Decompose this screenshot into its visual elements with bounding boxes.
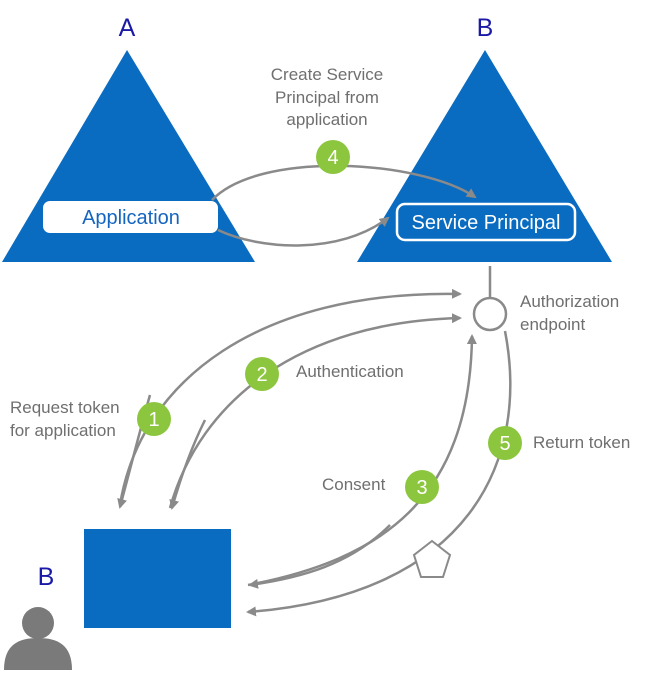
- auth-endpoint-label-line2: endpoint: [520, 315, 586, 334]
- step-3-number: 3: [416, 477, 427, 499]
- user-icon: [4, 607, 72, 670]
- create-sp-caption-line3: application: [286, 110, 367, 129]
- create-sp-arrow-bottom: [217, 216, 390, 247]
- return-token-arrow: [246, 330, 512, 617]
- request-token-caption-line1: Request token: [10, 398, 120, 417]
- step-5-number: 5: [499, 433, 510, 455]
- tenant-a-label: A: [119, 14, 136, 42]
- step-2-number: 2: [256, 364, 267, 386]
- user-tenant-label: B: [38, 563, 55, 591]
- step-2-badge: 2: [245, 357, 279, 391]
- auth-endpoint-label-line1: Authorization: [520, 292, 619, 311]
- step-5-badge: 5: [488, 426, 522, 460]
- consent-arrow-up: [247, 334, 477, 587]
- service-principal-label: Service Principal: [412, 212, 561, 234]
- service-principal-box: Service Principal: [395, 202, 577, 242]
- client-app-box: [84, 529, 231, 628]
- authentication-arrow-down: [169, 419, 207, 510]
- step-1-badge: 1: [137, 402, 171, 436]
- consent-arrow-down: [248, 524, 391, 589]
- token-pentagon-icon: [412, 539, 452, 578]
- step-4-number: 4: [327, 147, 338, 169]
- create-sp-caption-line2: Principal from: [275, 88, 379, 107]
- request-token-arrow-up: [118, 288, 462, 506]
- application-label: Application: [82, 207, 180, 229]
- tenant-b-label: B: [477, 14, 494, 42]
- authorization-endpoint-circle: [472, 296, 508, 332]
- step-3-badge: 3: [405, 470, 439, 504]
- consent-caption: Consent: [322, 475, 386, 494]
- return-token-caption: Return token: [533, 433, 630, 452]
- step-1-number: 1: [148, 409, 159, 431]
- step-4-badge: 4: [316, 140, 350, 174]
- create-sp-caption-line1: Create Service: [271, 65, 383, 84]
- authentication-caption: Authentication: [296, 362, 404, 381]
- application-box: Application: [43, 201, 218, 233]
- request-token-caption-line2: for application: [10, 421, 116, 440]
